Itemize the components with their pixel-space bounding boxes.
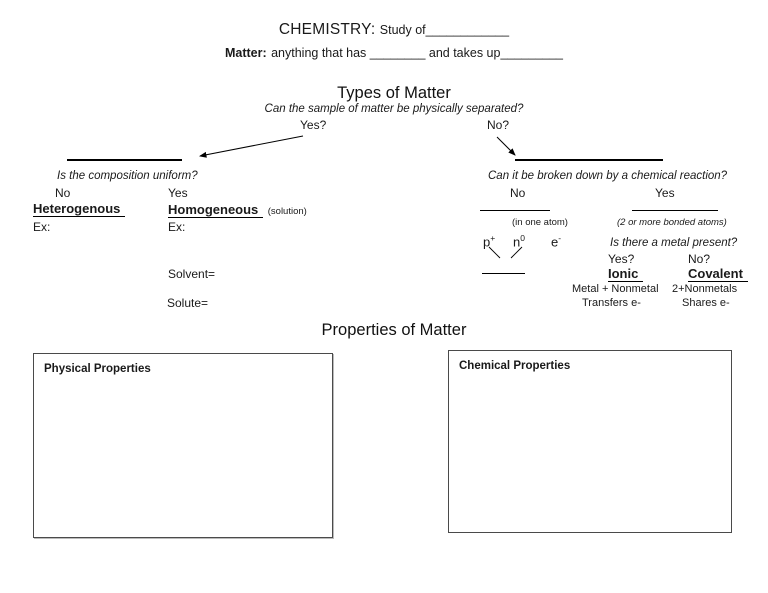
- metal-present-question: Is there a metal present?: [610, 237, 738, 249]
- separated-yes-label: Yes?: [300, 118, 327, 132]
- solvent-label: Solvent=: [168, 267, 216, 281]
- element-blank-line: [480, 210, 550, 211]
- physical-properties-label: Physical Properties: [44, 363, 151, 375]
- uniform-no-label: No: [55, 186, 71, 200]
- matter-text: anything that has ________ and takes up_…: [271, 46, 564, 60]
- nucleus-blank-line: [482, 273, 525, 274]
- covalent-term: Covalent: [688, 266, 748, 282]
- matter-definition: Matter: anything that has ________ and t…: [10, 44, 768, 62]
- homogeneous-example-label: Ex:: [168, 220, 186, 234]
- substance-blank-line: [515, 159, 663, 161]
- properties-of-matter-heading: Properties of Matter: [321, 321, 467, 339]
- electron-symbol: e-: [551, 233, 562, 250]
- covalent-electron-behavior: Shares e-: [682, 297, 730, 309]
- separated-no-label: No?: [487, 118, 510, 132]
- compound-note: (2 or more bonded atoms): [617, 217, 727, 228]
- metal-no-label: No?: [688, 252, 711, 266]
- heterogenous-term: Heterogenous: [33, 201, 126, 217]
- reaction-no-label: No: [510, 186, 526, 200]
- chemical-properties-label: Chemical Properties: [459, 360, 571, 372]
- physically-separated-question: Can the sample of matter be physically s…: [264, 103, 524, 115]
- mixture-blank-line: [67, 159, 182, 161]
- reaction-yes-label: Yes: [655, 186, 675, 200]
- page-title: CHEMISTRY: Study of____________: [10, 21, 768, 39]
- homogeneous-term: Homogeneous: [168, 202, 264, 218]
- chemistry-title: CHEMISTRY:: [278, 21, 376, 38]
- heterogenous-example-label: Ex:: [33, 220, 51, 234]
- chemical-reaction-question: Can it be broken down by a chemical reac…: [488, 170, 728, 182]
- metal-yes-label: Yes?: [608, 252, 635, 266]
- uniform-yes-label: Yes: [168, 186, 188, 200]
- solution-note: (solution): [267, 206, 307, 217]
- compound-blank-line: [632, 210, 718, 211]
- composition-uniform-question: Is the composition uniform?: [57, 170, 198, 182]
- element-note: (in one atom): [512, 217, 568, 228]
- physical-properties-box: Physical Properties: [33, 353, 333, 538]
- chemical-properties-box: Chemical Properties: [448, 350, 732, 533]
- covalent-description: 2+Nonmetals: [672, 283, 738, 295]
- proton-symbol: p+: [483, 233, 496, 250]
- ionic-term: Ionic: [608, 266, 644, 282]
- types-of-matter-heading: Types of Matter: [337, 84, 451, 102]
- solute-label: Solute=: [167, 296, 209, 310]
- matter-label: Matter:: [224, 46, 267, 60]
- ionic-description: Metal + Nonmetal: [572, 283, 659, 295]
- ionic-electron-behavior: Transfers e-: [582, 297, 641, 309]
- neutron-symbol: n0: [513, 233, 525, 250]
- chemistry-title-suffix: Study of____________: [379, 23, 510, 37]
